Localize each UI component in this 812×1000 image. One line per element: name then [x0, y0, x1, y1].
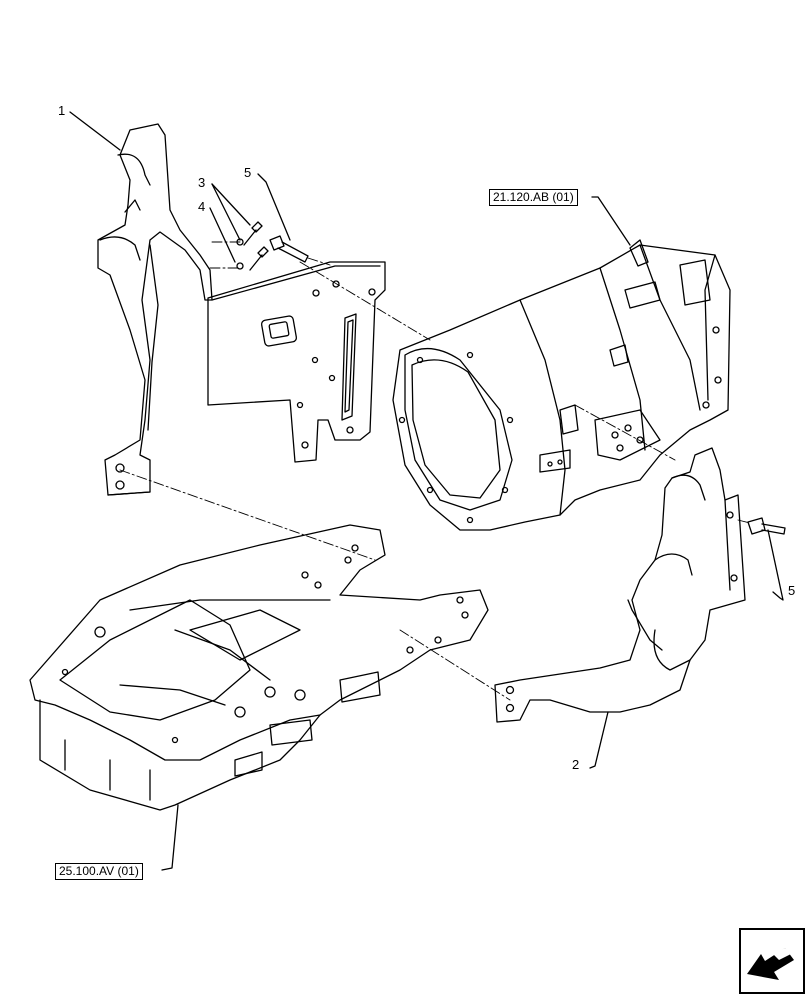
- callout-2: 2: [572, 757, 580, 772]
- callout-3: 3: [198, 175, 206, 190]
- front-frame-chassis: [29, 524, 489, 811]
- reference-transmission[interactable]: 21.120.AB (01): [489, 189, 578, 206]
- bolt-set-top: [236, 221, 309, 271]
- next-page-button[interactable]: [739, 928, 805, 994]
- callout-5-top: 5: [244, 165, 252, 180]
- reference-frame[interactable]: 25.100.AV (01): [55, 863, 143, 880]
- callout-5-right: 5: [788, 583, 796, 598]
- callout-4: 4: [198, 199, 206, 214]
- right-support-bracket: [494, 447, 786, 723]
- mounting-plate: [207, 261, 386, 463]
- leader-lines: [69, 111, 784, 871]
- callout-1: 1: [58, 103, 66, 118]
- transmission-housing: [392, 239, 731, 531]
- next-page-arrow-icon: [747, 948, 794, 980]
- alignment-lines: [119, 241, 751, 701]
- left-support-bracket: [97, 123, 213, 496]
